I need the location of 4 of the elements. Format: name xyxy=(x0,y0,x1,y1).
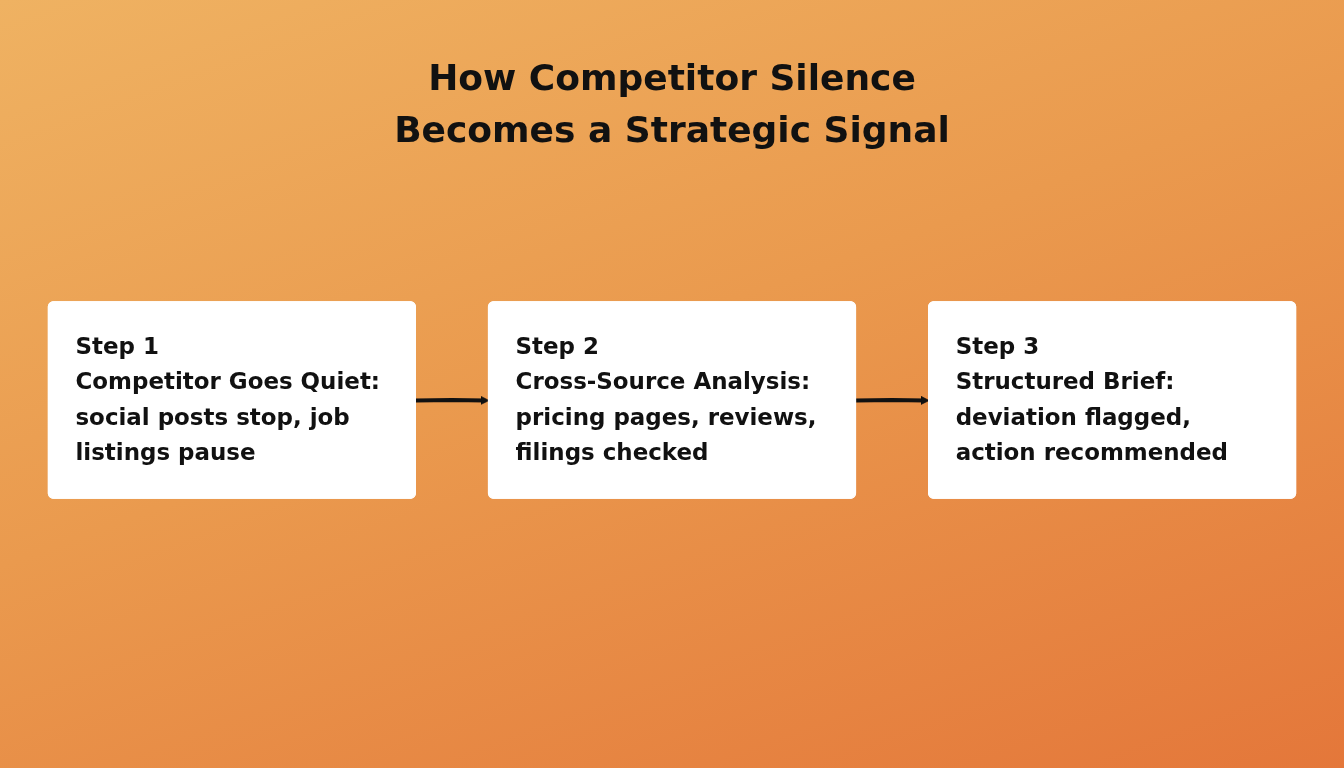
process-box: Step 2 Cross-Source Analysis: pricing pages, reviews, filings checked xyxy=(487,301,857,499)
process-box: Step 3 Structured Brief: deviation flagged, action recommended xyxy=(928,301,1297,499)
process-box: Step 1 Competitor Goes Quiet: social posts stop, job listings pause xyxy=(47,301,416,499)
title: How Competitor Silence Becomes a Strategic Signal xyxy=(393,56,951,153)
